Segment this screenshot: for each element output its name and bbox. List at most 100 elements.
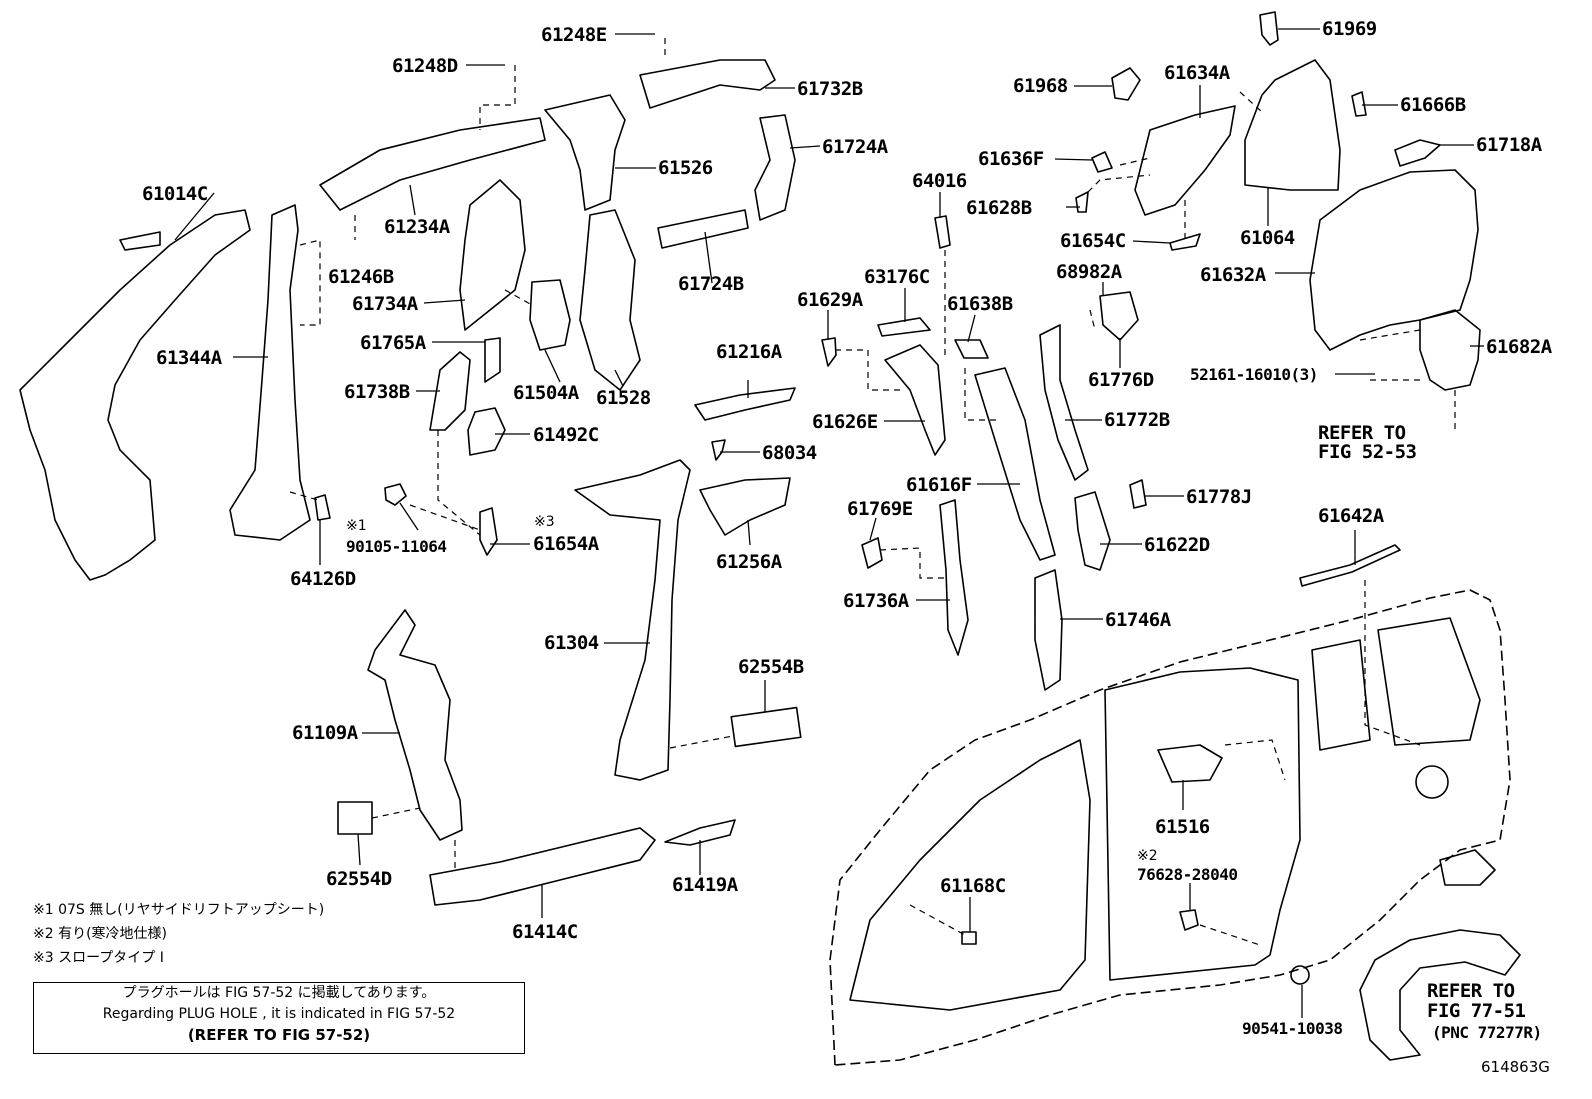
body-side-panel xyxy=(829,589,1511,1066)
part-label: 90105-11064 xyxy=(346,537,447,556)
part-label: 61778J xyxy=(1186,486,1252,508)
part-label: 61968 xyxy=(1013,75,1068,97)
footnote: ※3 スロープタイプ I xyxy=(33,950,164,966)
part-61234A xyxy=(319,117,546,211)
part-61969 xyxy=(1259,11,1279,46)
part-label: 61616F xyxy=(906,474,972,496)
part-label: 61734A xyxy=(352,293,418,315)
note-marker: ※1 xyxy=(346,518,367,534)
part-61732B xyxy=(639,59,776,109)
part-label: 61642A xyxy=(1318,505,1384,527)
part-61492C xyxy=(467,407,506,456)
part-label: 61666B xyxy=(1400,94,1466,116)
part-label: 61654C xyxy=(1060,230,1126,252)
part-label: 61626E xyxy=(812,411,878,433)
part-label: 61248D xyxy=(392,55,458,77)
part-label: 68982A xyxy=(1056,261,1122,283)
part-61736A xyxy=(939,499,969,656)
part-62554B xyxy=(730,706,802,748)
part-label: 61638B xyxy=(947,293,1013,315)
part-61304 xyxy=(574,459,691,781)
part-61628B xyxy=(1075,191,1089,213)
part-61528 xyxy=(579,209,641,391)
part-label: FIG 77-51 xyxy=(1427,1000,1526,1022)
plug-hole-notice-en: Regarding PLUG HOLE , it is indicated in… xyxy=(102,1006,456,1022)
part-label: 61414C xyxy=(512,921,578,943)
part-64126D xyxy=(314,494,331,521)
part-61504A xyxy=(529,279,571,351)
part-label: 61776D xyxy=(1088,369,1154,391)
part-61634A xyxy=(1134,105,1236,216)
part-68982A xyxy=(1099,291,1139,341)
part-61642A xyxy=(1299,544,1401,587)
part-61216A xyxy=(694,387,796,421)
part-90105 xyxy=(384,483,407,506)
part-label: 61168C xyxy=(940,875,1006,897)
part-61772B xyxy=(1039,324,1089,481)
part-label: 61246B xyxy=(328,266,394,288)
part-61724B xyxy=(657,209,749,249)
part-61516 xyxy=(1157,744,1223,783)
part-61014C xyxy=(19,209,251,581)
part-76628 xyxy=(1179,909,1199,931)
part-label: 61772B xyxy=(1104,409,1170,431)
part-label: FIG 52-53 xyxy=(1318,441,1417,463)
part-label: 61504A xyxy=(513,382,579,404)
part-label: 61724B xyxy=(678,273,744,295)
part-label: 61526 xyxy=(658,157,713,179)
part-label: 61738B xyxy=(344,381,410,403)
part-label: 61654A xyxy=(533,533,599,555)
part-62554D xyxy=(337,801,373,835)
part-label: 63176C xyxy=(864,266,930,288)
part-label: 61718A xyxy=(1476,134,1542,156)
part-61616F xyxy=(974,367,1056,561)
note-marker: ※2 xyxy=(1137,848,1158,864)
part-label: 61014C xyxy=(142,183,208,205)
part-label: 61419A xyxy=(672,874,738,896)
part-label: 61064 xyxy=(1240,227,1295,249)
part-label: 61256A xyxy=(716,551,782,573)
part-label: 61746A xyxy=(1105,609,1171,631)
part-61638B xyxy=(954,339,989,359)
part-61109A xyxy=(367,609,463,841)
part-61734A xyxy=(459,179,526,331)
part-61632A xyxy=(1309,169,1479,351)
part-label: 68034 xyxy=(762,442,817,464)
part-61344A xyxy=(229,204,311,541)
part-label: 61769E xyxy=(847,498,913,520)
part-label: 61109A xyxy=(292,722,358,744)
part-63176C xyxy=(877,317,931,337)
part-64016 xyxy=(934,215,951,249)
part-61256A xyxy=(699,477,791,536)
part-label: 64126D xyxy=(290,568,356,590)
part-label: 62554D xyxy=(326,868,392,890)
part-61718A xyxy=(1394,139,1441,167)
part-label: 61629A xyxy=(797,289,863,311)
part-61526 xyxy=(544,94,626,211)
part-label: 61724A xyxy=(822,136,888,158)
part-61682A xyxy=(1419,309,1481,391)
part-61738B xyxy=(429,351,471,431)
part-61765A xyxy=(484,337,501,383)
note-marker: ※3 xyxy=(534,514,555,530)
part-label: 61528 xyxy=(596,387,651,409)
part-label: REFER TO xyxy=(1318,422,1406,444)
footnote: ※2 有り(寒冷地仕様) xyxy=(33,926,168,942)
part-61654A xyxy=(479,507,498,556)
part-label: 61732B xyxy=(797,78,863,100)
part-61724A xyxy=(754,114,796,221)
plug-hole-notice-jp: プラグホールは FIG 57-52 に掲載してあります。 xyxy=(122,985,436,1001)
part-label: 61632A xyxy=(1200,264,1266,286)
part-label: 61736A xyxy=(843,590,909,612)
part-68034 xyxy=(711,439,726,461)
figure-number: 614863G xyxy=(1481,1058,1550,1076)
part-label: REFER TO xyxy=(1427,980,1515,1002)
part-label: 62554B xyxy=(738,656,804,678)
part-label: 61304 xyxy=(544,632,599,654)
part-label: 61492C xyxy=(533,424,599,446)
part-61778J xyxy=(1129,479,1147,509)
part-label: 61248E xyxy=(541,24,607,46)
part-61636F xyxy=(1091,151,1113,173)
part-label: 61636F xyxy=(978,148,1044,170)
